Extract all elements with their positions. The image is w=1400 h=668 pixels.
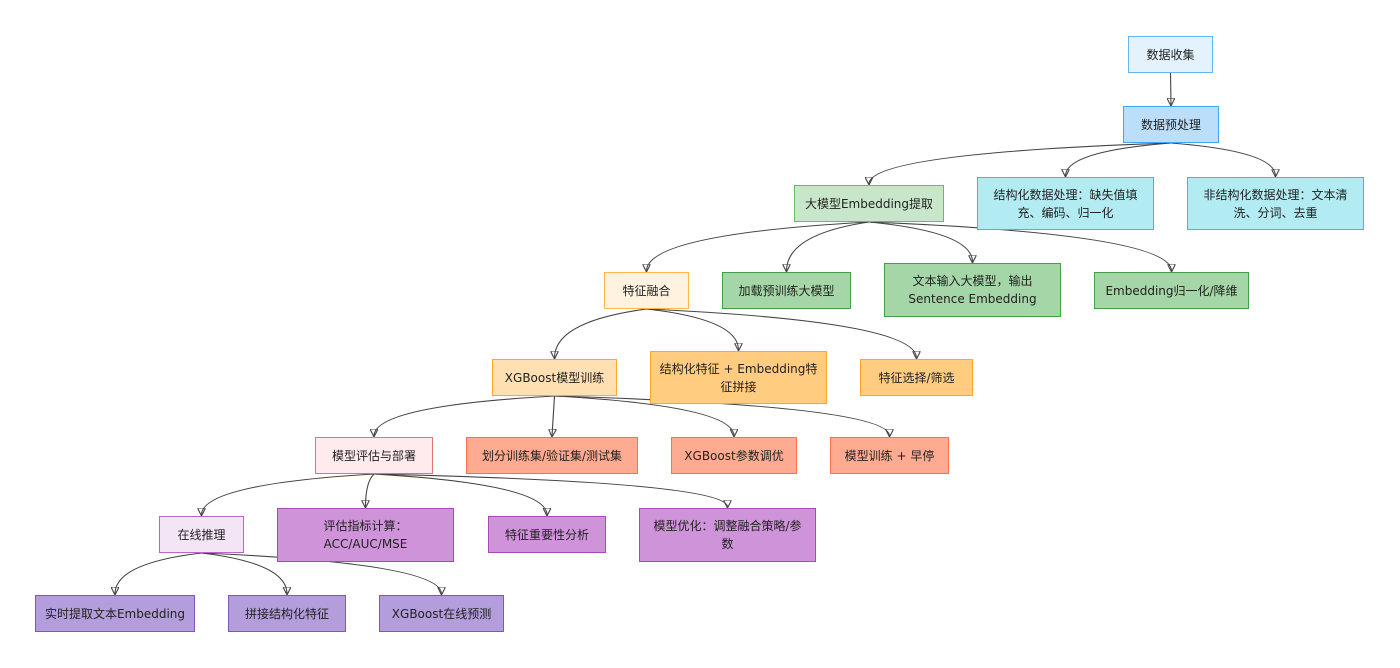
node-training-early-stop: 模型训练 + 早停 [830, 437, 949, 474]
edge-llm_embed-to-text_input [868, 221, 973, 262]
edge-eval_deploy-to-optimize [373, 473, 728, 507]
node-data-preprocessing: 数据预处理 [1123, 106, 1219, 143]
edge-preprocess-to-llm_embed [869, 142, 1172, 184]
node-xgboost-online-prediction: XGBoost在线预测 [379, 595, 504, 632]
node-evaluation-metrics: 评估指标计算：ACC/AUC/MSE [277, 508, 454, 562]
edge-eval_deploy-to-online [202, 473, 375, 515]
node-xgboost-tuning: XGBoost参数调优 [671, 437, 797, 474]
node-text-input-sentence-embedding: 文本输入大模型，输出 Sentence Embedding [884, 263, 1061, 317]
edge-feat_fusion-to-concat [646, 308, 739, 350]
edge-llm_embed-to-load_llm [787, 221, 870, 271]
node-llm-embedding-extraction: 大模型Embedding提取 [794, 185, 944, 222]
edge-xgb_train-to-tune [554, 395, 735, 436]
node-feature-concatenation: 结构化特征 + Embedding特征拼接 [650, 351, 827, 404]
node-feature-selection: 特征选择/筛选 [860, 359, 973, 396]
edge-online-to-xgb_predict [201, 552, 442, 594]
edge-xgb_train-to-split [552, 395, 555, 436]
edge-eval_deploy-to-metrics [366, 473, 375, 507]
edge-collect-to-preprocess [1171, 72, 1172, 105]
node-feature-fusion: 特征融合 [604, 272, 689, 309]
edge-llm_embed-to-feat_fusion [647, 221, 870, 271]
node-load-pretrained-llm: 加载预训练大模型 [722, 272, 851, 309]
node-model-optimization: 模型优化：调整融合策略/参数 [639, 508, 816, 562]
node-structured-data-processing: 结构化数据处理：缺失值填充、编码、归一化 [977, 177, 1154, 230]
node-data-collection: 数据收集 [1128, 36, 1213, 73]
node-embedding-normalization: Embedding归一化/降维 [1094, 272, 1249, 309]
edge-xgb_train-to-early_stop [554, 395, 890, 436]
node-model-evaluation-deployment: 模型评估与部署 [315, 437, 433, 474]
edge-online-to-rt_embed [115, 552, 202, 594]
node-realtime-embedding: 实时提取文本Embedding [35, 595, 195, 632]
node-online-inference: 在线推理 [159, 516, 244, 553]
edge-preprocess-to-unstruct_proc [1170, 142, 1276, 176]
node-unstructured-data-processing: 非结构化数据处理：文本清洗、分词、去重 [1187, 177, 1364, 230]
edge-preprocess-to-struct_proc [1066, 142, 1172, 176]
edge-eval_deploy-to-importance [373, 473, 547, 515]
node-xgboost-training: XGBoost模型训练 [492, 359, 617, 396]
edge-llm_embed-to-embed_norm [868, 221, 1172, 271]
edge-feat_fusion-to-xgb_train [555, 308, 647, 358]
edge-xgb_train-to-eval_deploy [374, 395, 555, 436]
node-dataset-split: 划分训练集/验证集/测试集 [466, 437, 638, 474]
node-feature-importance: 特征重要性分析 [488, 516, 606, 553]
node-concat-structured-features: 拼接结构化特征 [228, 595, 346, 632]
edge-online-to-concat_struct [201, 552, 288, 594]
edge-feat_fusion-to-feat_select [646, 308, 917, 358]
